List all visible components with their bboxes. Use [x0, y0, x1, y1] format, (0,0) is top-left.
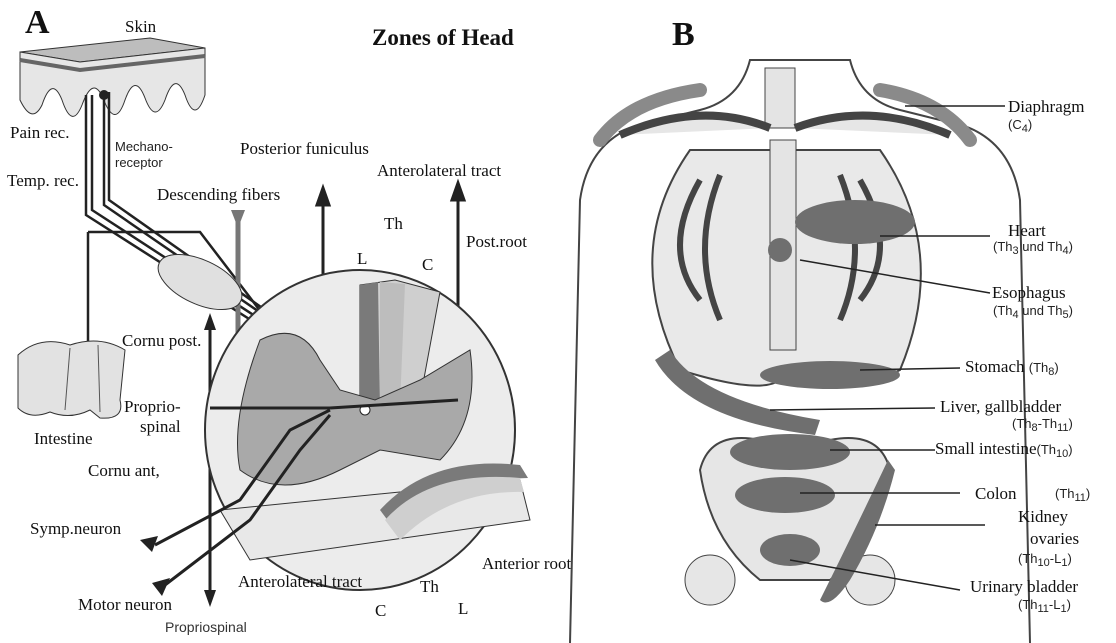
liver-label: Liver, gallbladder [940, 397, 1062, 416]
cornu-ant-label: Cornu ant, [88, 461, 160, 480]
panel-b-artwork [569, 59, 1031, 643]
pain-rec-label: Pain rec. [10, 123, 70, 142]
rib-cage [651, 139, 922, 387]
post-root-label: Post.root [466, 232, 527, 251]
skin-label: Skin [125, 17, 157, 36]
intestine-drawing [17, 340, 126, 419]
motor-neuron-label: Motor neuron [78, 595, 172, 614]
mechano-label-1: Mechano- [115, 139, 173, 154]
c-bottom-label: C [375, 601, 387, 620]
efferent-fibers [154, 398, 459, 587]
c-top-label: C [422, 255, 434, 274]
colon-label: Colon [975, 484, 1017, 503]
anterolateral-tract-top-label: Anterolateral tract [377, 161, 502, 180]
intestine-label: Intestine [34, 429, 93, 448]
kidney-segment: (Th10-L1) [1018, 551, 1072, 569]
l-top-label: L [357, 249, 368, 268]
l-bottom-label: L [458, 599, 469, 618]
diaphragm-label: Diaphragm [1008, 97, 1085, 116]
descending-fibers-label: Descending fibers [157, 185, 281, 204]
heart-label: Heart [1008, 221, 1046, 240]
temp-rec-label: Temp. rec. [7, 171, 79, 190]
spinal-ganglion [157, 253, 243, 311]
spinal-cord-section [204, 269, 531, 591]
panel-a-title: Zones of Head [372, 25, 514, 50]
diaphragm-segment: (C4) [1008, 117, 1033, 135]
mechano-label-2: receptor [115, 155, 163, 170]
heart-zone [795, 200, 915, 244]
kidney-label-1: Kidney [1018, 507, 1069, 526]
propriospinal-label: Propriospinal [165, 619, 247, 635]
liver-segment: (Th8-Th11) [1012, 416, 1073, 434]
mechanoreceptor-ending [99, 90, 109, 100]
posterior-funiculus-label: Posterior funiculus [240, 139, 369, 158]
proprio-label-2: spinal [140, 417, 181, 436]
anterior-root-label: Anterior root [482, 554, 572, 573]
panel-a-letter: A [25, 4, 50, 41]
anterolateral-tract-bottom-label: Anterolateral tract [238, 572, 363, 591]
skin-block [19, 37, 206, 117]
cornu-post-label: Cornu post. [122, 331, 202, 350]
panel-b-letter: B [672, 16, 695, 53]
colon-segment: (Th11) [1055, 486, 1091, 504]
proprio-label-1: Proprio- [124, 397, 181, 416]
heart-segment: (Th3 und Th4) [993, 239, 1073, 257]
esophagus-segment: (Th4 und Th5) [993, 303, 1073, 321]
bladder-segment: (Th11-L1) [1018, 597, 1071, 615]
small-intestine-label: Small intestine(Th10) [935, 439, 1073, 460]
kidney-label-2: ovaries [1030, 529, 1080, 548]
symp-neuron-label: Symp.neuron [30, 519, 122, 538]
esophagus-label: Esophagus [992, 283, 1066, 302]
th-bottom-label: Th [420, 577, 439, 596]
panel-a-artwork [17, 37, 531, 607]
leader-lines [769, 105, 1005, 591]
th-top-label: Th [384, 214, 403, 233]
stomach-label: Stomach (Th8) [965, 357, 1059, 378]
bladder-label: Urinary bladder [970, 577, 1079, 596]
